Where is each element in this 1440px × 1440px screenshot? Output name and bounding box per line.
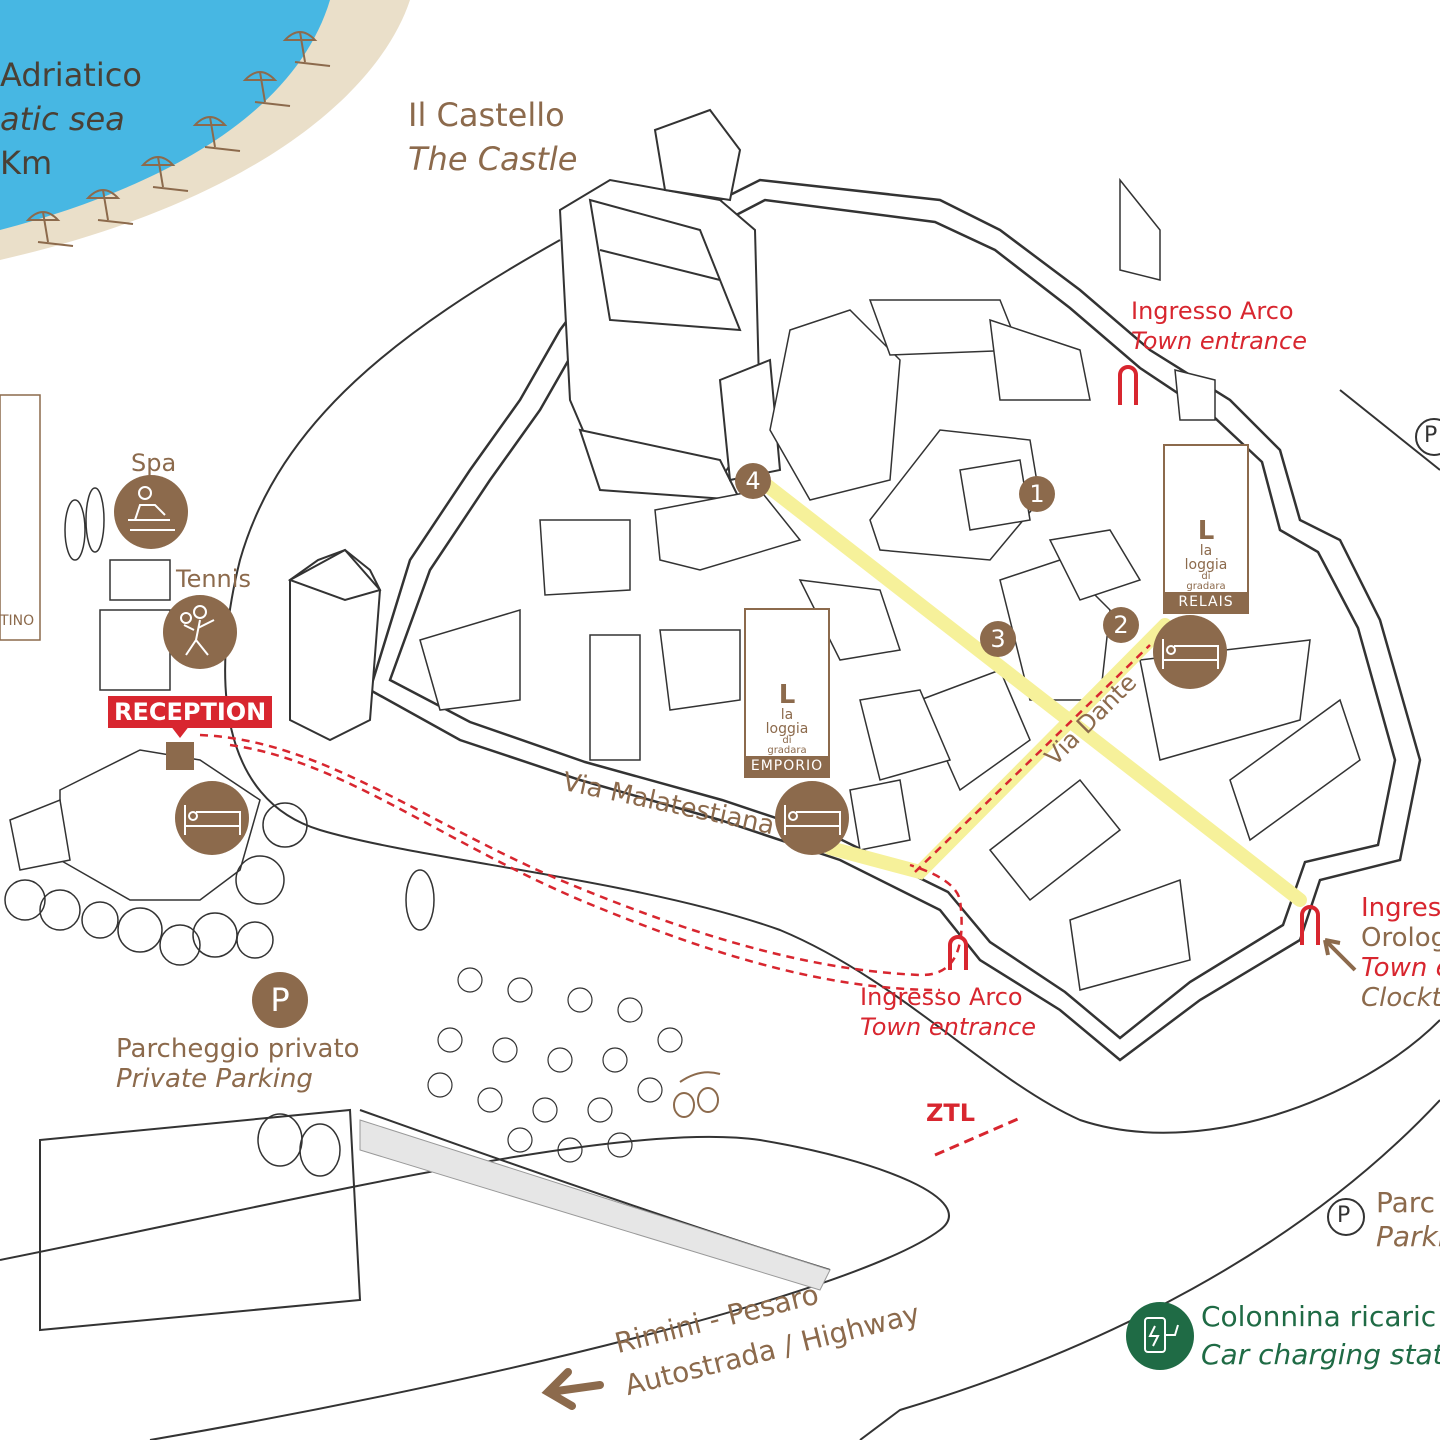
public-parking-label-en: Parki: [1376, 1220, 1440, 1253]
arrow-small-icon: [1323, 938, 1357, 972]
cobblestone-path: [359, 1119, 831, 1291]
olive-icon: [673, 1071, 721, 1118]
private-parking-icon[interactable]: P: [252, 972, 308, 1028]
entrance-right-name[interactable]: Ingress: [1361, 893, 1440, 923]
private-parking-label-en: Private Parking: [116, 1064, 313, 1094]
entrance-top-name[interactable]: Ingresso Arco: [1131, 297, 1294, 325]
castle-title-en: The Castle: [408, 140, 578, 178]
sea-distance: Km: [0, 144, 53, 182]
tennis-label: Tennis: [176, 565, 251, 593]
relais-brand: L la loggia di gradara: [1184, 516, 1228, 592]
beach-umbrella-icon: [140, 156, 189, 192]
arrow-left-icon: [541, 1368, 604, 1410]
spa-massage-icon: [114, 475, 188, 549]
walking-routes: [753, 473, 1307, 907]
charging-label-en: Car charging statio: [1201, 1338, 1440, 1371]
castle-building: [558, 108, 782, 502]
entrance-right-name-en2: Clockto: [1361, 983, 1440, 1013]
emporio-sign[interactable]: L la loggia di gradara EMPORIO: [744, 608, 830, 778]
bed-icon: [175, 781, 249, 855]
entrance-right-name-en: Town e: [1361, 953, 1440, 983]
reception-badge[interactable]: RECEPTION: [108, 696, 273, 728]
town-buildings: [419, 177, 1361, 991]
beach-umbrella-icon: [192, 116, 241, 152]
trees: [4, 487, 435, 1177]
emporio-tag: EMPORIO: [746, 756, 828, 776]
public-parking-letter: P: [1337, 1203, 1351, 1228]
left-building-tag: TINO: [0, 613, 35, 629]
arch-icon: [1300, 905, 1320, 945]
spa-label: Spa: [131, 449, 177, 477]
reception-marker: [166, 725, 194, 770]
parking-outline-icon: [1415, 418, 1440, 456]
relais-tag: RELAIS: [1165, 592, 1247, 612]
private-parking-label: Parcheggio privato: [116, 1034, 360, 1064]
beach-umbrella-icon: [282, 31, 331, 67]
ev-charging-icon: [1126, 1302, 1194, 1370]
arch-icon: [948, 935, 968, 970]
point-1[interactable]: 1: [1019, 476, 1055, 512]
sea-name-en: atic sea: [0, 100, 125, 138]
ztl-label: ZTL: [926, 1099, 976, 1127]
top-right-parking-letter: P: [1424, 423, 1438, 448]
point-4[interactable]: 4: [735, 463, 771, 499]
beach-umbrella-icon: [85, 189, 134, 225]
castle-title: Il Castello: [408, 96, 565, 134]
point-2[interactable]: 2: [1103, 607, 1139, 643]
arch-icon: [1118, 365, 1138, 405]
beach-umbrellas: [25, 31, 331, 247]
bed-icon: [1153, 615, 1227, 689]
public-parking-label: Parc: [1376, 1186, 1436, 1219]
entrance-right-name2: Orolog: [1361, 923, 1440, 953]
beach-umbrella-icon: [242, 71, 291, 107]
entrance-bottom-name[interactable]: Ingresso Arco: [860, 983, 1023, 1011]
emporio-brand: L la loggia di gradara: [765, 680, 809, 756]
olive-grove: [427, 967, 683, 1163]
beach-umbrella-icon: [25, 211, 74, 247]
tennis-player-icon: [163, 595, 237, 669]
bed-icon: [775, 781, 849, 855]
entrance-top-name-en: Town entrance: [1131, 327, 1307, 355]
sea-name: Adriatico: [0, 56, 142, 94]
point-3[interactable]: 3: [980, 621, 1016, 657]
parking-outline-icon: [1327, 1198, 1365, 1236]
round-tower: [287, 548, 382, 742]
entrance-bottom-name-en: Town entrance: [860, 1013, 1036, 1041]
sea-area: [0, 0, 410, 260]
relais-sign[interactable]: L la loggia di gradara RELAIS: [1163, 444, 1249, 614]
charging-label: Colonnina ricaric: [1201, 1300, 1437, 1333]
entrance-routes: [199, 644, 1151, 992]
